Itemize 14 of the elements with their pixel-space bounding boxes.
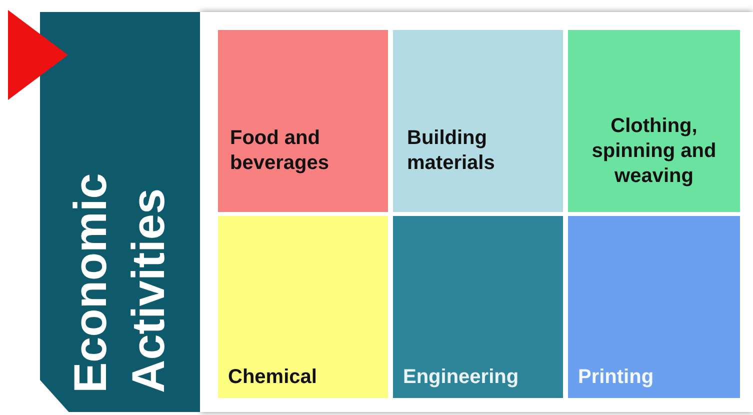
tile-label: Printing <box>578 365 654 390</box>
tile-label: Building materials <box>407 126 496 176</box>
band-title: Economic Activities <box>63 172 174 393</box>
category-tile <box>393 216 563 398</box>
category-tile <box>393 30 563 212</box>
category-tile <box>218 216 388 398</box>
tile-label: Clothing, spinning and weaving <box>590 114 718 188</box>
category-tile <box>568 30 740 212</box>
category-tile <box>218 30 388 212</box>
tile-label: Engineering <box>403 365 519 390</box>
category-band <box>40 12 200 412</box>
category-tile <box>568 216 740 398</box>
tile-label: Chemical <box>228 365 317 390</box>
tile-label: Food and beverages <box>230 126 330 176</box>
